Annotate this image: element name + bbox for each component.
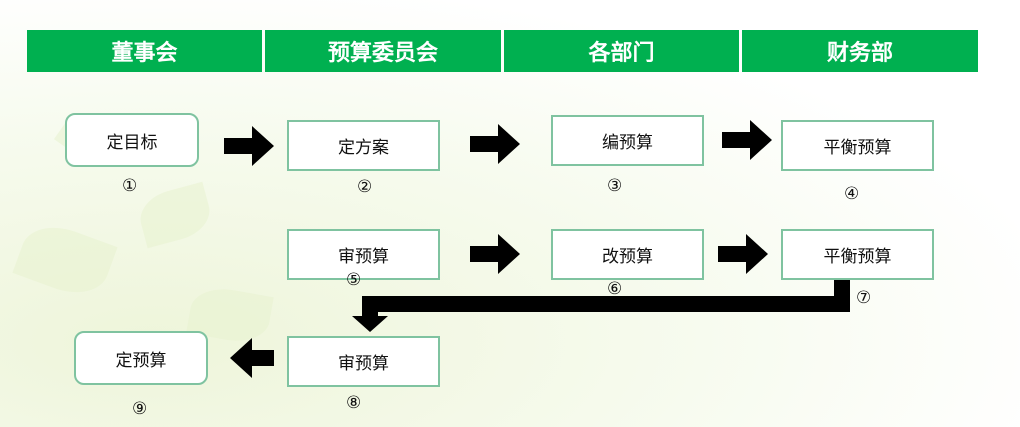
- header-board: 董事会: [27, 30, 262, 72]
- step-number-6: ⑥: [607, 279, 623, 299]
- step-number-4: ④: [844, 184, 860, 204]
- arrow-right-3-4: [722, 120, 772, 160]
- step-number-9: ⑨: [132, 399, 148, 419]
- step-compile-budget: 编预算: [551, 115, 704, 166]
- step-review-budget-1: 审预算: [287, 229, 440, 280]
- header-budget-committee: 预算委员会: [265, 30, 501, 72]
- step-number-7: ⑦: [856, 288, 872, 308]
- step-number-2: ②: [357, 177, 373, 197]
- step-balance-budget-2: 平衡预算: [781, 229, 934, 280]
- arrow-right-6-7: [718, 234, 768, 274]
- step-finalize-budget: 定预算: [74, 331, 208, 385]
- header-departments: 各部门: [504, 30, 739, 72]
- step-set-plan: 定方案: [287, 120, 440, 171]
- header-finance: 财务部: [742, 30, 978, 72]
- arrow-left-8-9: [230, 338, 274, 378]
- step-number-5: ⑤: [346, 270, 362, 290]
- arrow-right-5-6: [470, 234, 520, 274]
- step-number-3: ③: [607, 176, 623, 196]
- step-review-budget-2: 审预算: [287, 336, 440, 387]
- step-set-target: 定目标: [65, 113, 199, 167]
- step-number-1: ①: [122, 176, 138, 196]
- arrow-right-1-2: [224, 126, 274, 166]
- arrow-right-2-3: [470, 124, 520, 164]
- step-number-8: ⑧: [346, 393, 362, 413]
- connector-7-to-8: [352, 280, 850, 332]
- step-revise-budget: 改预算: [551, 229, 704, 280]
- step-balance-budget-1: 平衡预算: [781, 120, 934, 171]
